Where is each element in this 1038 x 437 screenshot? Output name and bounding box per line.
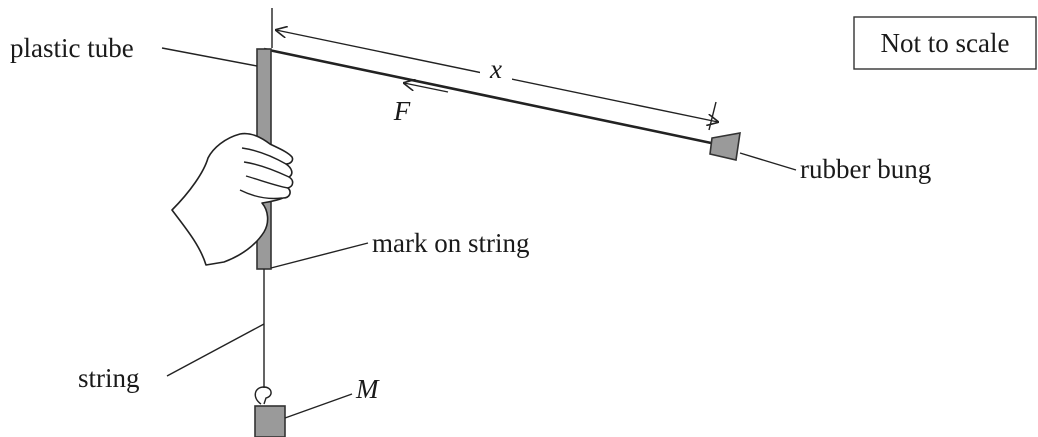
string-label: string (78, 363, 140, 393)
force-arrow (404, 83, 449, 93)
plastic-tube-leader (161, 47, 258, 67)
mark-on-string-label: mark on string (372, 228, 529, 258)
mass-leader (284, 393, 353, 419)
force-label: F (393, 96, 411, 126)
mass (254, 405, 286, 437)
x-label: x (489, 54, 502, 84)
x-extension-right (708, 101, 717, 131)
plastic-tube-label: plastic tube (10, 33, 134, 63)
not-to-scale-label: Not to scale (881, 28, 1010, 58)
rubber-bung (709, 132, 741, 161)
hand (171, 132, 294, 266)
string-leader (166, 323, 265, 377)
rubber-bung-leader (739, 152, 797, 171)
x-label-bg (480, 57, 512, 85)
mark-on-string-leader (270, 242, 369, 269)
mass-label: M (355, 374, 380, 404)
rubber-bung-label: rubber bung (800, 154, 931, 184)
hook (254, 386, 272, 405)
string-horizontal (263, 47, 717, 146)
not-to-scale-box (853, 16, 1037, 70)
